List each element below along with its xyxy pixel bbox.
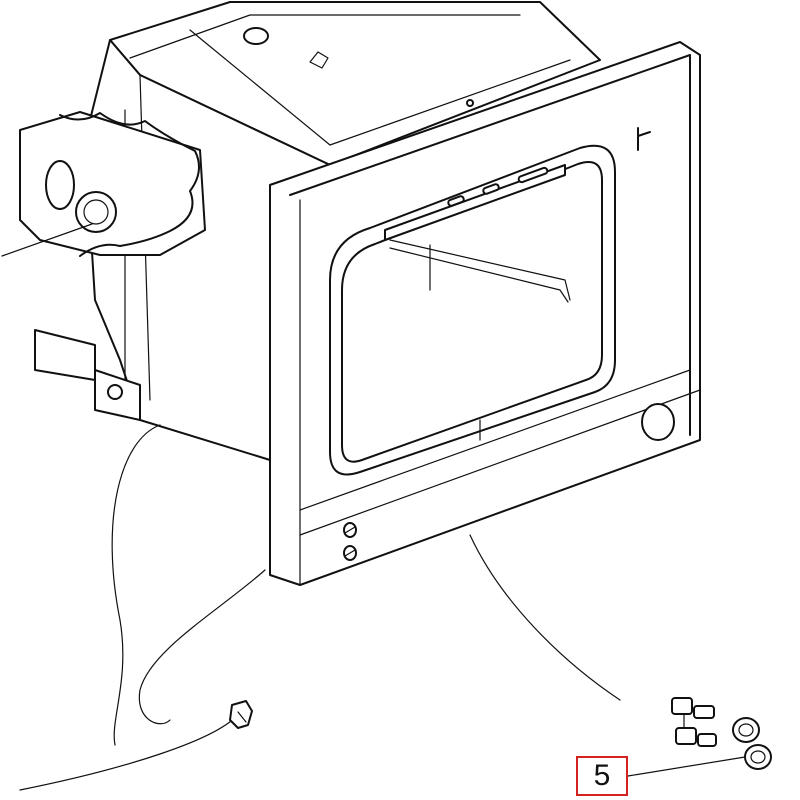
front-control-panel — [343, 403, 675, 561]
sensor-connector — [229, 700, 253, 729]
fan-housing-cutaway — [19, 111, 206, 421]
relay-components — [671, 697, 717, 747]
callout-5-label: 5 — [576, 756, 628, 796]
oven-door-window — [329, 144, 616, 476]
fan-leader-line — [1, 223, 93, 257]
callout-5-text: 5 — [593, 759, 611, 792]
callout-5-leader-line — [627, 756, 746, 777]
part-5-lamps — [732, 717, 772, 770]
wiring-harness — [19, 424, 621, 791]
oven-top-panel — [98, 1, 601, 166]
